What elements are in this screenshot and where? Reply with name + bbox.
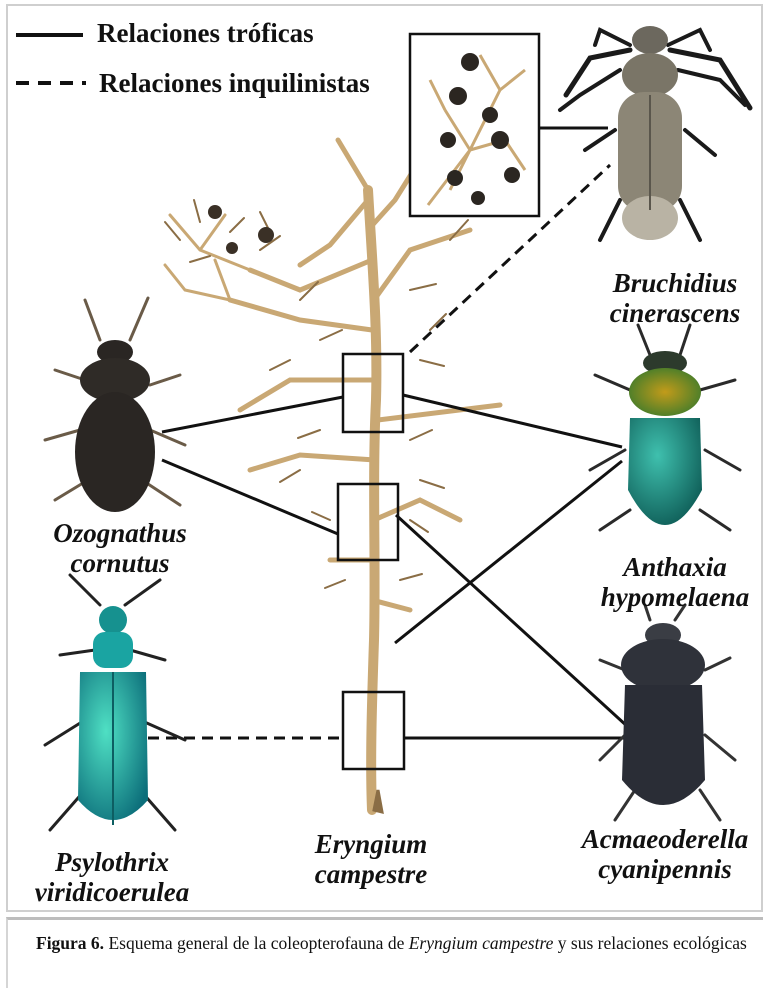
genus-name: Psylothrix: [12, 847, 212, 877]
legend-trophic-label: Relaciones tróficas: [97, 18, 314, 49]
genus-name: Anthaxia: [575, 552, 771, 582]
epithet-name: cinerascens: [575, 298, 771, 328]
genus-name: Eryngium: [286, 829, 456, 859]
caption-taxon: Eryngium campestre: [409, 933, 554, 953]
trophic-line-anthaxia-upper: [403, 395, 622, 447]
epithet-name: cornutus: [20, 548, 220, 578]
legend-inquiline-label: Relaciones inquilinistas: [99, 68, 370, 99]
eryngium-plant: [165, 140, 500, 812]
trophic-line-acmaeoderella-middle: [396, 515, 628, 727]
ecology-diagram: [0, 0, 771, 915]
stem-box-middle: [338, 484, 398, 560]
epithet-name: cyanipennis: [560, 854, 770, 884]
epithet-name: hypomelaena: [575, 582, 771, 612]
species-label-bruchidius: Bruchidius cinerascens: [575, 268, 771, 328]
species-label-acmaeoderella: Acmaeoderella cyanipennis: [560, 824, 770, 884]
epithet-name: campestre: [286, 859, 456, 889]
genus-name: Bruchidius: [575, 268, 771, 298]
genus-name: Acmaeoderella: [560, 824, 770, 854]
acmaeoderella-beetle: [600, 605, 735, 820]
bruchidius-beetle: [560, 26, 750, 240]
psylothrix-beetle: [45, 575, 185, 830]
species-label-eryngium: Eryngium campestre: [286, 829, 456, 889]
ozognathus-beetle: [45, 298, 185, 512]
species-label-ozognathus: Ozognathus cornutus: [20, 518, 220, 578]
species-label-psylothrix: Psylothrix viridicoerulea: [12, 847, 212, 907]
epithet-name: viridicoerulea: [12, 877, 212, 907]
species-label-anthaxia: Anthaxia hypomelaena: [575, 552, 771, 612]
caption-text-before: Esquema general de la coleopterofauna de: [104, 933, 409, 953]
figure-caption: Figura 6. Esquema general de la coleopte…: [6, 917, 763, 988]
caption-label: Figura 6.: [36, 933, 104, 953]
genus-name: Ozognathus: [20, 518, 220, 548]
caption-text-after: y sus relaciones ecológicas: [553, 933, 746, 953]
anthaxia-beetle: [590, 325, 740, 530]
